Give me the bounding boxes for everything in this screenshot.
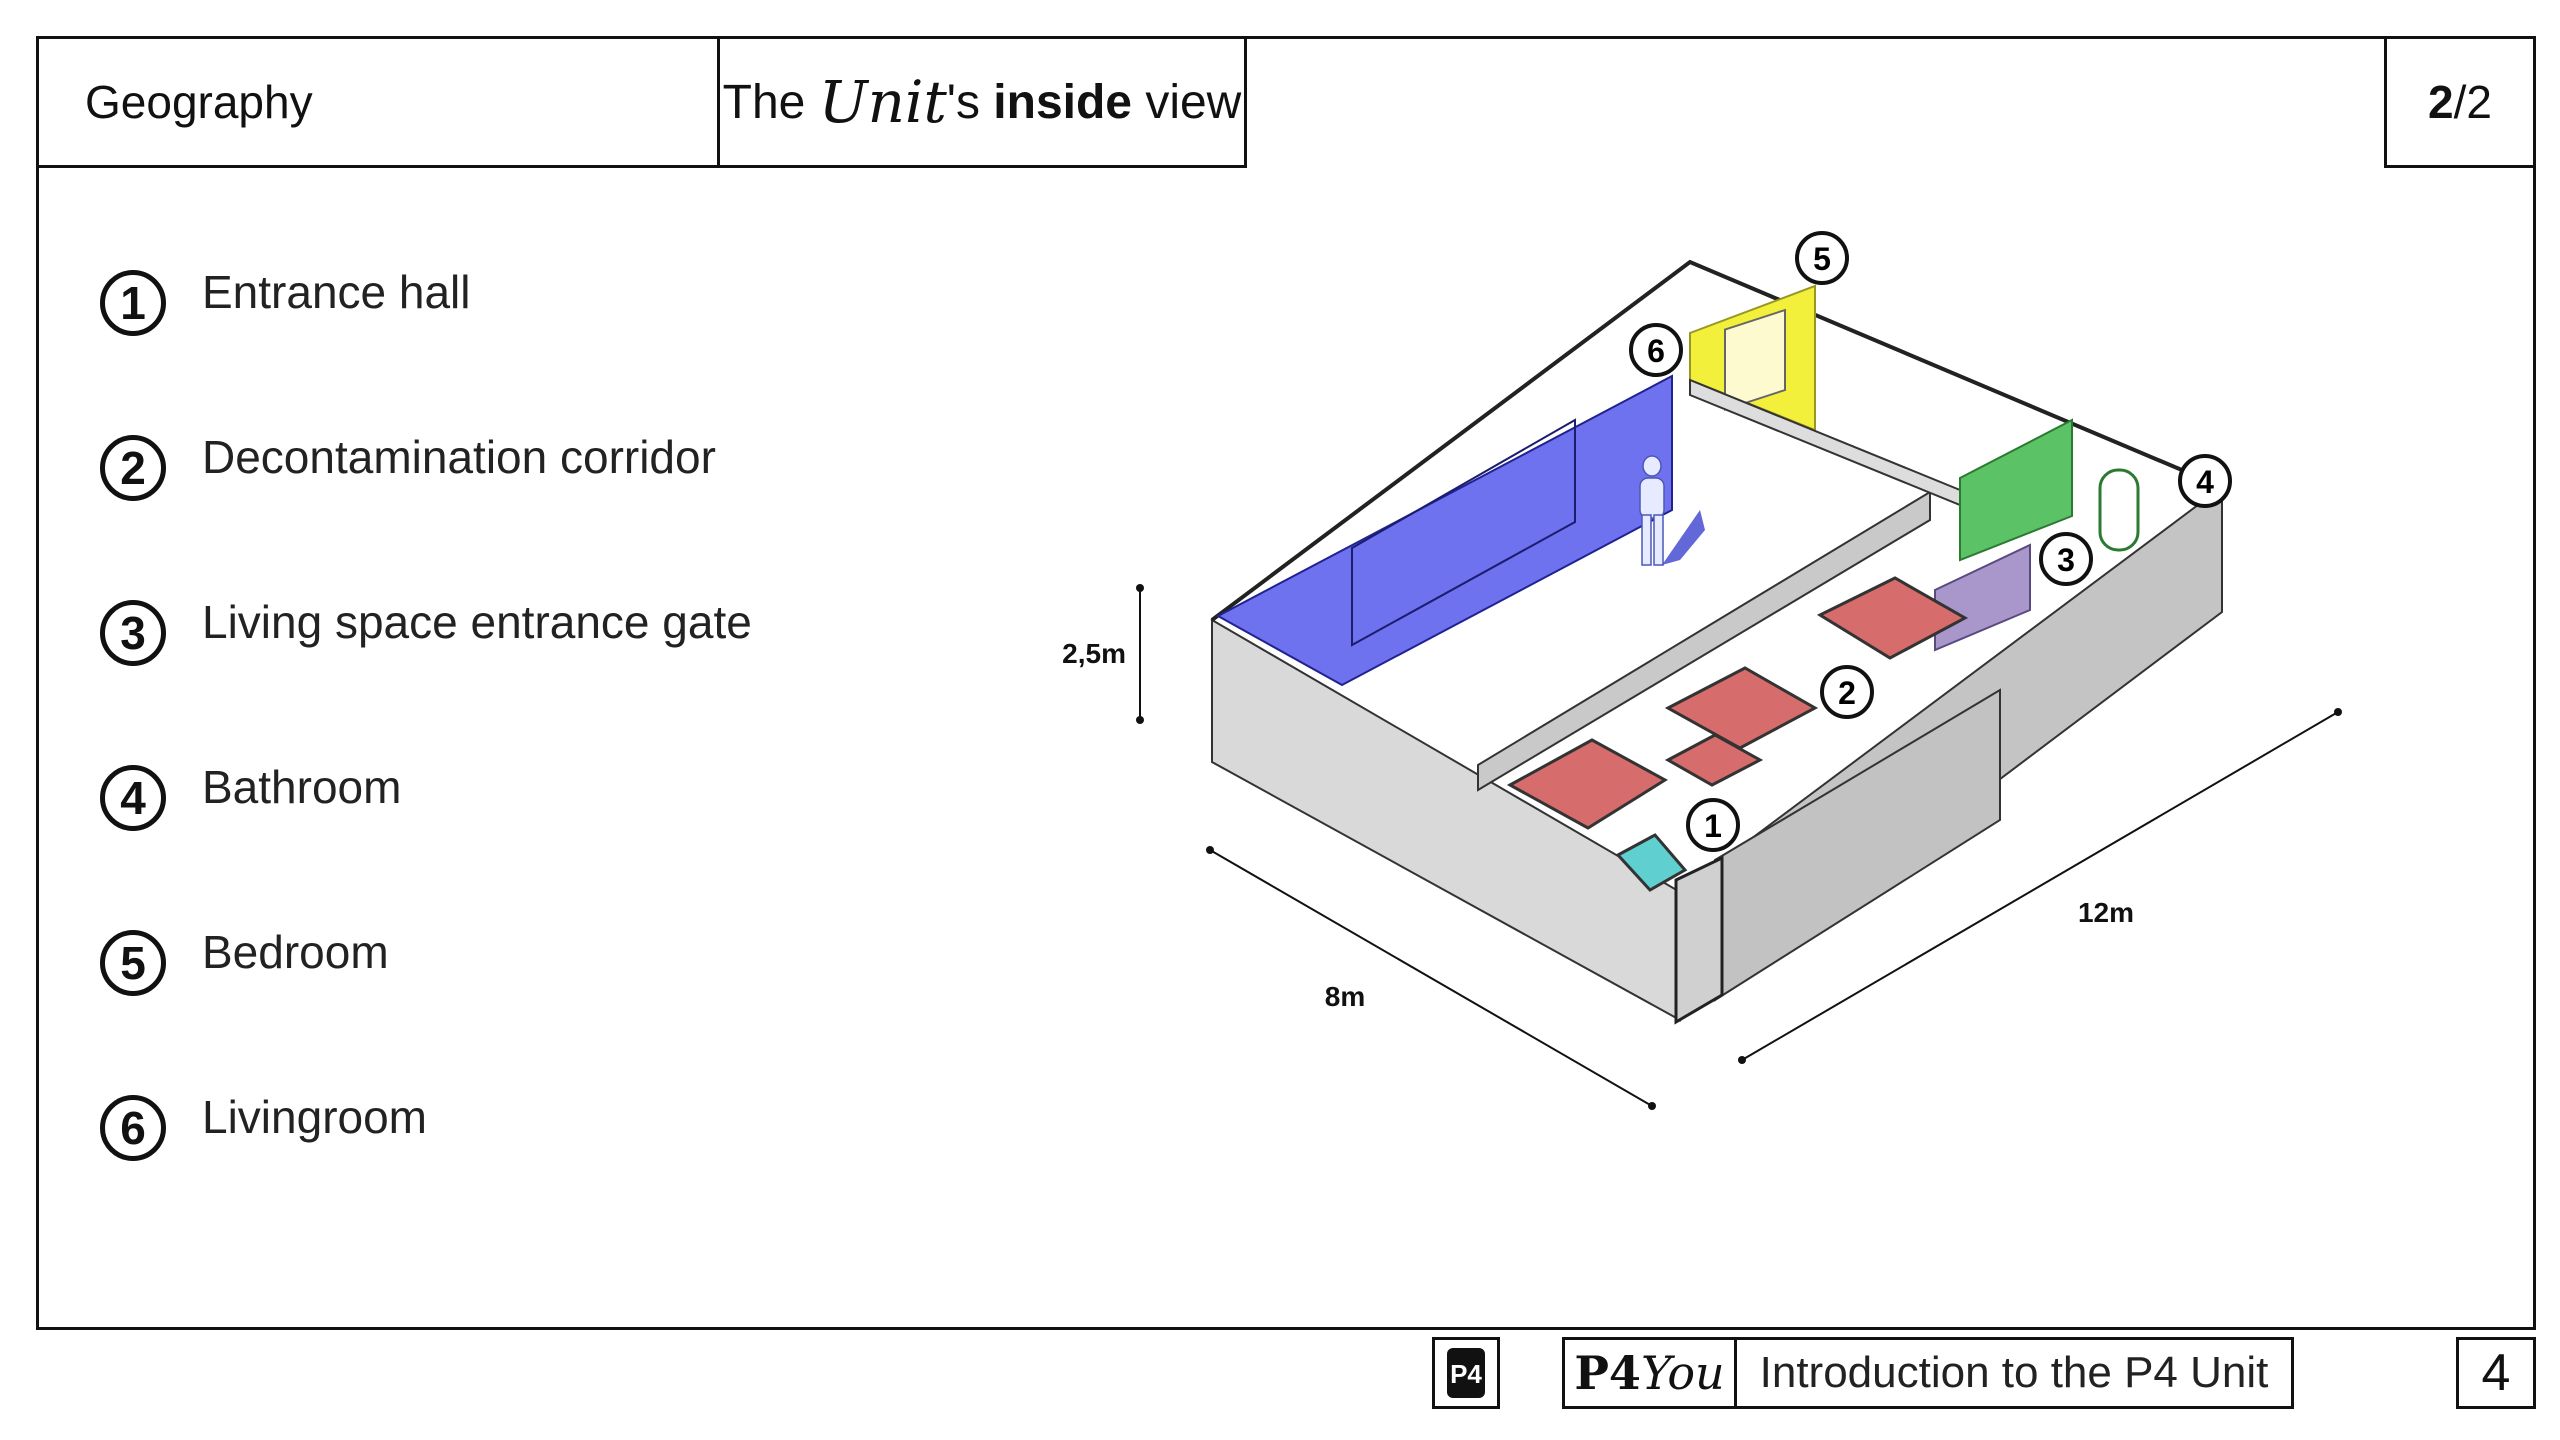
length-dimension-end [1738, 1056, 1746, 1064]
person-figure [1639, 455, 1665, 566]
height-dimension-end [1136, 584, 1144, 592]
bedroom-bed [1724, 308, 1786, 411]
room-marker-label: 3 [2057, 542, 2075, 578]
svg-text:P4: P4 [1450, 1359, 1482, 1389]
page-separator: / [2453, 76, 2467, 128]
legend-item: 3 Living space entrance gate [100, 596, 752, 666]
entrance-corner-column [1674, 855, 1724, 1025]
title-script-word: Unit [818, 68, 947, 136]
width-dimension-line [1209, 849, 1653, 1107]
corridor-cubicle-d [1664, 733, 1764, 787]
legend-label: Entrance hall [202, 266, 471, 318]
legend-item: 2 Decontamination corridor [100, 431, 716, 501]
legend-number-badge: 2 [100, 435, 166, 501]
livingroom-window-frame [1351, 418, 1576, 647]
room-marker-3: 3 [2039, 532, 2093, 586]
slide-frame [36, 36, 2536, 1330]
legend-number-badge: 3 [100, 600, 166, 666]
section-title: Geography [36, 36, 720, 168]
height-dimension-label: 2,5m [1062, 638, 1126, 669]
page-current: 2 [2428, 76, 2454, 128]
inner-wall-corridor [1477, 490, 1931, 792]
room-marker-label: 6 [1647, 333, 1665, 369]
corridor-cubicle-c [1816, 576, 1969, 660]
legend-item: 5 Bedroom [100, 926, 389, 996]
room-marker-5: 5 [1795, 231, 1849, 285]
legend-item: 6 Livingroom [100, 1091, 427, 1161]
slide-number: 4 [2456, 1337, 2536, 1409]
length-dimension-label: 12m [2078, 897, 2134, 928]
legend-label: Bathroom [202, 761, 402, 813]
title-possessive: 's [946, 75, 994, 129]
legend-label: Decontamination corridor [202, 431, 716, 483]
height-dimension-end [1136, 716, 1144, 724]
entrance-hall-floor [1615, 833, 1688, 892]
length-dimension-end [2334, 708, 2342, 716]
unit-wall-top [1210, 259, 2223, 622]
room-marker-4: 4 [2178, 454, 2232, 508]
legend-number-badge: 5 [100, 930, 166, 996]
person-shadow [1662, 510, 1705, 565]
slide-number-text: 4 [2481, 1344, 2511, 1402]
room-marker-label: 1 [1704, 808, 1722, 844]
title-bold-word: inside [993, 75, 1132, 129]
room-marker-label: 4 [2196, 464, 2214, 500]
corridor-cubicle-a [1506, 738, 1668, 830]
legend-number-badge: 4 [100, 765, 166, 831]
width-dimension-end [1206, 846, 1214, 854]
page-title: The Unit 's inside view [717, 36, 1247, 168]
livingroom-wall [1215, 374, 1673, 687]
length-dimension-line [1741, 711, 2339, 1061]
bathroom-wall [1959, 418, 2073, 562]
legend-label: Living space entrance gate [202, 596, 752, 648]
bathroom-shower [2098, 468, 2140, 552]
legend-number-badge: 6 [100, 1095, 166, 1161]
legend-label: Bedroom [202, 926, 389, 978]
title-prefix: The [722, 75, 819, 129]
title-suffix: view [1131, 75, 1242, 129]
width-dimension-end [1648, 1102, 1656, 1110]
legend-item: 1 Entrance hall [100, 266, 471, 336]
footer-title: Introduction to the P4 Unit [1734, 1337, 2294, 1409]
footer-title-text: Introduction to the P4 Unit [1759, 1348, 2269, 1397]
legend-number-badge: 1 [100, 270, 166, 336]
width-dimension-label: 8m [1325, 981, 1365, 1012]
room-marker-6: 6 [1629, 323, 1683, 377]
page-indicator: 2/2 [2384, 36, 2536, 168]
p4-logo: P4 [1432, 1337, 1500, 1409]
page-total: 2 [2466, 76, 2492, 128]
p4-logo-icon: P4 [1447, 1348, 1485, 1398]
brand-bold: P4 [1574, 1346, 1641, 1400]
brand-script: You [1640, 1346, 1725, 1400]
legend-item: 4 Bathroom [100, 761, 401, 831]
room-marker-label: 5 [1813, 241, 1831, 277]
section-title-text: Geography [85, 76, 313, 128]
room-marker-1: 1 [1686, 798, 1740, 852]
room-marker-label: 2 [1838, 675, 1856, 711]
legend-label: Livingroom [202, 1091, 427, 1143]
room-marker-2: 2 [1820, 665, 1874, 719]
